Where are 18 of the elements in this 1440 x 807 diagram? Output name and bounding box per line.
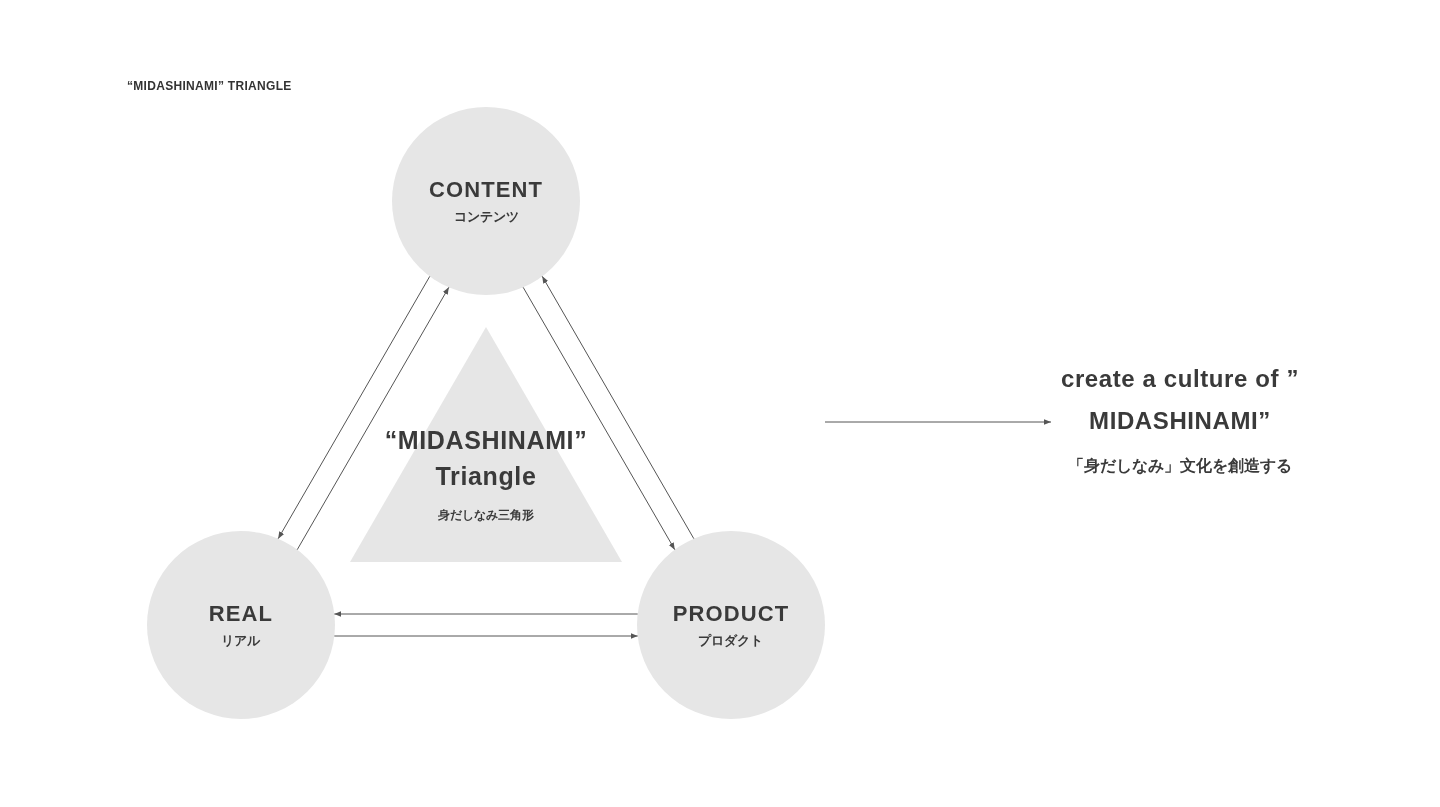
arrow	[296, 286, 450, 551]
node-subtitle: リアル	[221, 632, 261, 650]
triangle-subtitle: 身だしなみ三角形	[438, 507, 534, 524]
arrow	[541, 275, 695, 540]
node-title: CONTENT	[429, 175, 543, 203]
slogan-subtitle: 「身だしなみ」文化を創造する	[1068, 456, 1292, 477]
triangle-title: “MIDASHINAMI” Triangle	[383, 425, 589, 492]
arrow	[333, 633, 639, 639]
node-subtitle: プロダクト	[698, 632, 764, 650]
node-title: REAL	[208, 599, 274, 627]
arrow	[333, 611, 639, 617]
slogan-text: create a culture of ” MIDASHINAMI”	[1060, 364, 1300, 436]
arrow	[522, 286, 676, 551]
node-subtitle: コンテンツ	[453, 208, 519, 226]
node-title: PRODUCT	[672, 599, 790, 627]
arrow	[277, 275, 431, 540]
page-title: “MIDASHINAMI” TRIANGLE	[127, 78, 292, 95]
arrow	[824, 419, 1052, 425]
